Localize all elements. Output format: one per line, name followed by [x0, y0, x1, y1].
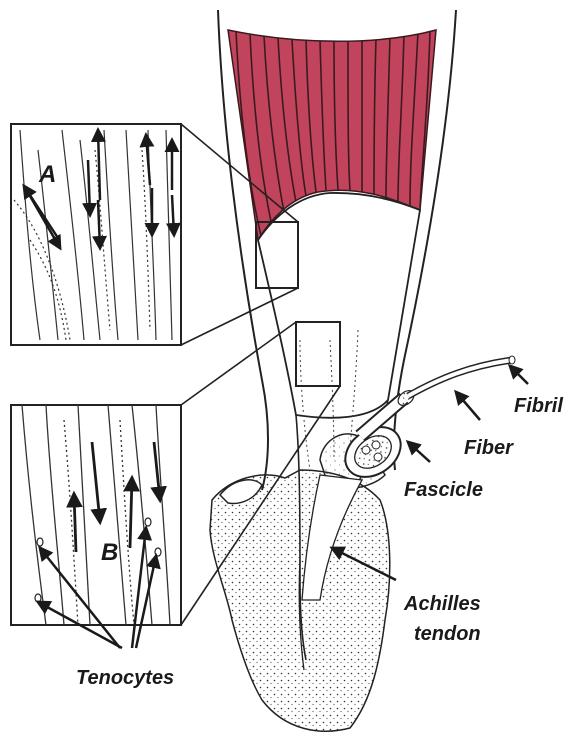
achilles-label-line1: Achilles — [403, 593, 481, 615]
fibril-strand — [408, 356, 515, 396]
fascicle-label: Fascicle — [404, 479, 483, 501]
fiber-label: Fiber — [464, 437, 514, 459]
inset-panel-b: B — [11, 405, 181, 625]
panel-a-letter: A — [38, 161, 56, 188]
achilles-label-line2: tendon — [414, 623, 481, 645]
panel-b-letter: B — [101, 539, 118, 566]
inset-panel-a: A — [11, 124, 181, 345]
tenocytes-label: Tenocytes — [76, 667, 174, 689]
fibril-label: Fibril — [514, 395, 563, 417]
